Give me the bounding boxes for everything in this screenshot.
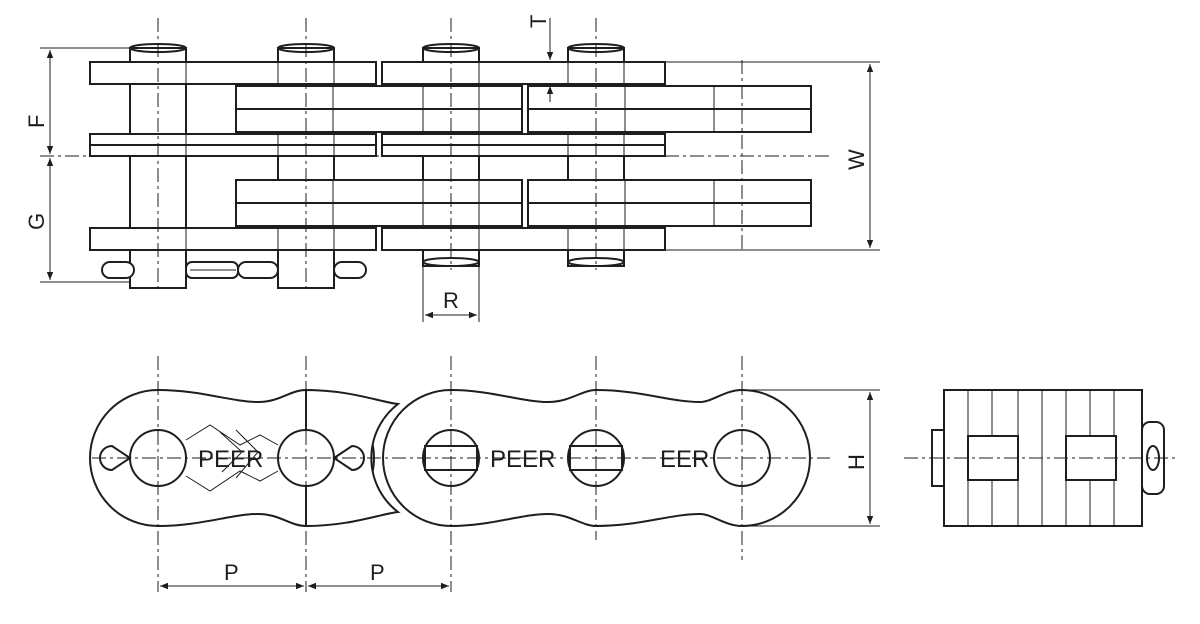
cotter-loop-right bbox=[332, 444, 365, 472]
label-W: W bbox=[844, 149, 869, 170]
brand-text-right: EER bbox=[660, 446, 709, 473]
dimension-R: R bbox=[422, 266, 480, 322]
label-P-2: P bbox=[370, 560, 385, 585]
outer-plates bbox=[89, 61, 666, 251]
top-view: T F G W R bbox=[24, 15, 880, 322]
brand-text-middle: PEER bbox=[490, 446, 555, 473]
cotter-pins bbox=[101, 261, 367, 279]
label-P-1: P bbox=[224, 560, 239, 585]
end-view bbox=[904, 389, 1176, 527]
chevron-mark bbox=[185, 424, 279, 492]
brand-text-left: PEER bbox=[198, 446, 263, 473]
label-R: R bbox=[443, 288, 459, 313]
dimension-P: P P bbox=[160, 560, 449, 590]
label-H: H bbox=[844, 454, 869, 470]
inner-plates bbox=[235, 85, 812, 227]
dimension-F-G: F G bbox=[24, 47, 130, 283]
dimension-H: H bbox=[742, 389, 880, 527]
label-T: T bbox=[526, 15, 551, 28]
top-centerlines bbox=[40, 18, 830, 292]
label-G: G bbox=[24, 213, 49, 230]
roller-outlines bbox=[185, 62, 715, 250]
dimension-W: W bbox=[665, 61, 880, 251]
label-F: F bbox=[24, 115, 49, 128]
dimension-T: T bbox=[526, 15, 554, 102]
side-view: PEER PEER EER P P H bbox=[89, 356, 880, 592]
